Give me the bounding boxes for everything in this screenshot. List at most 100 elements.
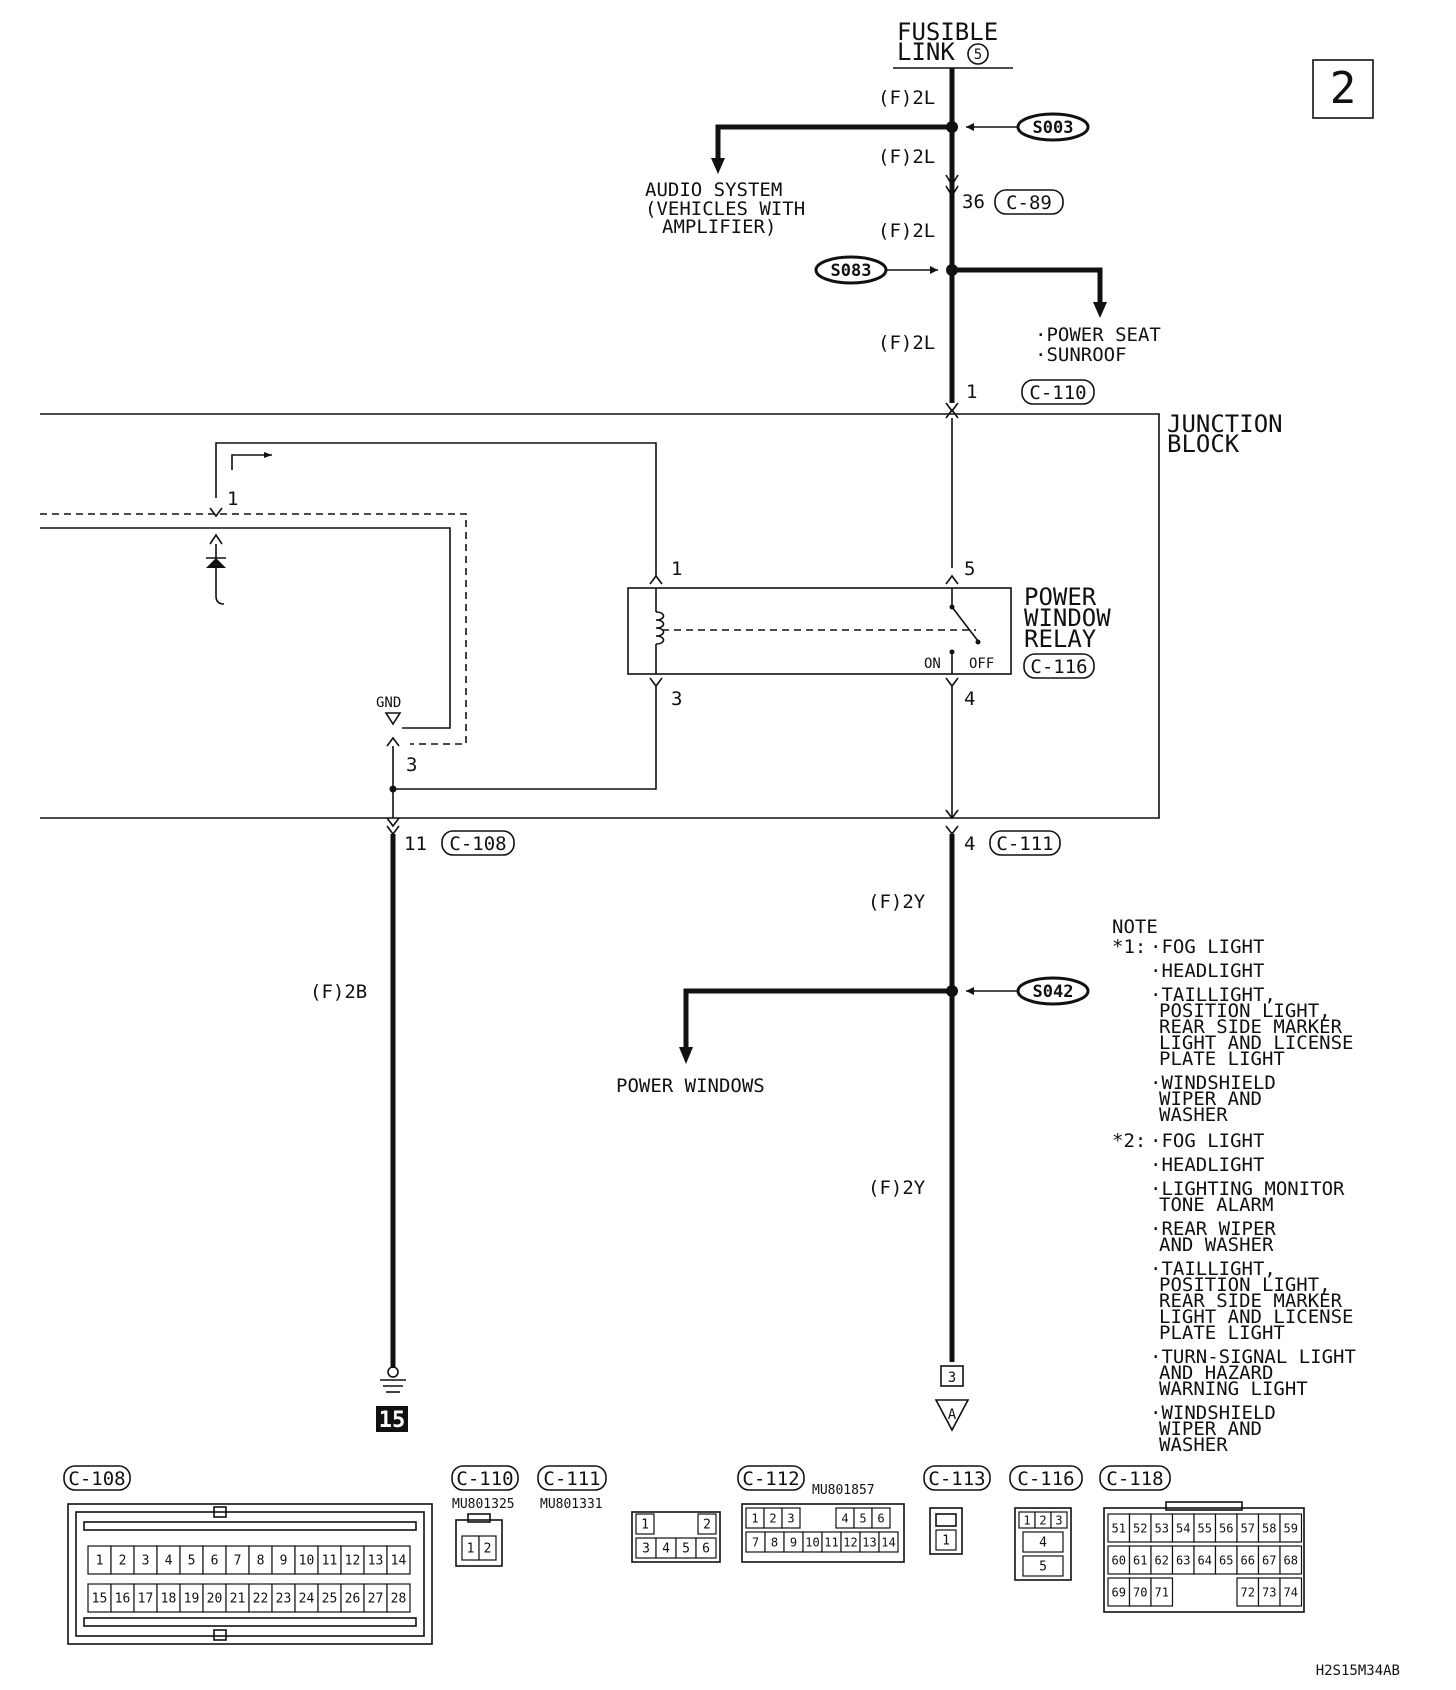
power-window-relay xyxy=(627,587,1012,675)
connector-pin: 14 xyxy=(391,1554,407,1569)
pin-c89: 36 xyxy=(962,191,985,213)
pin-relay-3: 3 xyxy=(671,688,682,710)
connector-c108-badge xyxy=(441,830,515,856)
fusible-link-line1: FUSIBLE xyxy=(897,18,998,46)
fusible-link: FUSIBLE LINK 5 xyxy=(893,18,1013,69)
connector-c111-badge xyxy=(989,830,1061,856)
relay-feed-loop xyxy=(215,442,657,576)
fusible-link-number: 5 xyxy=(974,47,982,63)
connector-pin: 5 xyxy=(682,1542,690,1557)
connector-pin: 8 xyxy=(771,1535,778,1549)
connector-pin: 58 xyxy=(1262,1521,1276,1535)
control-module-outline xyxy=(40,513,467,745)
note-item-line: ·REAR WIPER xyxy=(1150,1218,1276,1240)
connector-view-c110-part: MU801325 xyxy=(452,1497,515,1512)
connector-pin: 9 xyxy=(280,1554,288,1569)
splice-s003-label: S003 xyxy=(1033,118,1074,138)
pin-relay-5: 5 xyxy=(964,558,975,580)
connector-c110: C-110 xyxy=(1029,382,1086,404)
connector-pin: 15 xyxy=(92,1592,108,1607)
connector-pin: 70 xyxy=(1133,1585,1147,1599)
connector-pin: 54 xyxy=(1176,1521,1190,1535)
splice-s083-label: S083 xyxy=(831,261,872,281)
connector-pin: 27 xyxy=(368,1592,384,1607)
splice-s003 xyxy=(1016,112,1090,142)
connector-pin: 4 xyxy=(662,1542,670,1557)
note-item-line: POSITION LIGHT, xyxy=(1159,1274,1331,1296)
note-item-line: ·TURN-SIGNAL LIGHT xyxy=(1150,1346,1356,1368)
note-item-line: ·HEADLIGHT xyxy=(1150,1154,1264,1176)
connector-pin: 5 xyxy=(188,1554,196,1569)
pin-left-1: 1 xyxy=(227,488,238,510)
connector-pin: 13 xyxy=(368,1554,384,1569)
connector-pin: 19 xyxy=(184,1592,200,1607)
connector-view-c112-part: MU801857 xyxy=(812,1483,875,1498)
note-block: NOTE *1: ·FOG LIGHT·HEADLIGHT·TAILLIGHT,… xyxy=(1112,916,1356,1456)
connector-pin: 57 xyxy=(1241,1521,1255,1535)
connector-view-c116-label: C-116 xyxy=(1017,1468,1074,1490)
connector-pin: 74 xyxy=(1284,1585,1298,1599)
connector-pin: 64 xyxy=(1198,1553,1212,1567)
pin-c111: 4 xyxy=(964,833,975,855)
connector-pin: 5 xyxy=(859,1511,866,1525)
connector-pin: 52 xyxy=(1133,1521,1147,1535)
relay-ground-wire xyxy=(393,686,657,790)
connector-pin: 4 xyxy=(841,1511,848,1525)
connector-pin: 1 xyxy=(1023,1513,1030,1527)
note-item-line: PLATE LIGHT xyxy=(1159,1322,1285,1344)
relay-on: ON xyxy=(924,656,941,672)
power-seat-label: ·POWER SEAT xyxy=(1035,324,1161,346)
connector-pin: 4 xyxy=(165,1554,173,1569)
note-item-line: REAR SIDE MARKER xyxy=(1159,1016,1343,1038)
pin-relay-4: 4 xyxy=(964,688,975,710)
relay-label-line3: RELAY xyxy=(1024,625,1097,653)
connector-pin: 9 xyxy=(790,1535,797,1549)
connector-c116: C-116 xyxy=(1030,656,1087,678)
note-item-line: POSITION LIGHT, xyxy=(1159,1000,1331,1022)
connector-pin: 1 xyxy=(942,1534,950,1549)
note-item-line: ·FOG LIGHT xyxy=(1150,1130,1264,1152)
connector-pin: 6 xyxy=(877,1511,884,1525)
terminal-box-number: 3 xyxy=(948,1370,956,1386)
connector-pin: 62 xyxy=(1155,1553,1169,1567)
connector-pin: 12 xyxy=(345,1554,361,1569)
connector-pin: 11 xyxy=(824,1535,838,1549)
connector-pin: 1 xyxy=(467,1542,475,1557)
note-item-line: ·LIGHTING MONITOR xyxy=(1150,1178,1345,1200)
wire-label-2l-4: (F)2L xyxy=(878,332,935,354)
connector-pin: 18 xyxy=(161,1592,177,1607)
connector-pin: 10 xyxy=(299,1554,315,1569)
connector-pin: 16 xyxy=(115,1592,131,1607)
note-item-line: WIPER AND xyxy=(1159,1418,1262,1440)
connector-pin: 3 xyxy=(1055,1513,1062,1527)
connector-view-c112-label: C-112 xyxy=(742,1468,799,1490)
junction-block-outline xyxy=(40,413,1160,819)
note-item-line: AND HAZARD xyxy=(1159,1362,1273,1384)
connector-pin: 3 xyxy=(142,1554,150,1569)
ground-number: 15 xyxy=(379,1408,406,1433)
relay-coil xyxy=(655,611,665,645)
connector-pin: 73 xyxy=(1262,1585,1276,1599)
note-star1-label: *1: xyxy=(1112,936,1146,958)
connector-pin: 6 xyxy=(211,1554,219,1569)
audio-system-line2: (VEHICLES WITH xyxy=(645,198,805,220)
connector-c108: C-108 xyxy=(449,833,506,855)
connector-pin: 12 xyxy=(843,1535,857,1549)
connector-view-c118-label: C-118 xyxy=(1106,1468,1163,1490)
connector-c89: C-89 xyxy=(1006,192,1052,214)
connector-pin: 65 xyxy=(1219,1553,1233,1567)
connector-pin: 56 xyxy=(1219,1521,1233,1535)
connector-pin: 22 xyxy=(253,1592,269,1607)
connector-pin: 68 xyxy=(1284,1553,1298,1567)
connector-pin: 13 xyxy=(862,1535,876,1549)
connector-pin: 4 xyxy=(1039,1536,1047,1551)
ground-number-box xyxy=(376,1406,408,1432)
note-item-line: WASHER xyxy=(1159,1104,1228,1126)
connector-view-c111-part: MU801331 xyxy=(540,1497,603,1512)
wire-label-2l-3: (F)2L xyxy=(878,220,935,242)
